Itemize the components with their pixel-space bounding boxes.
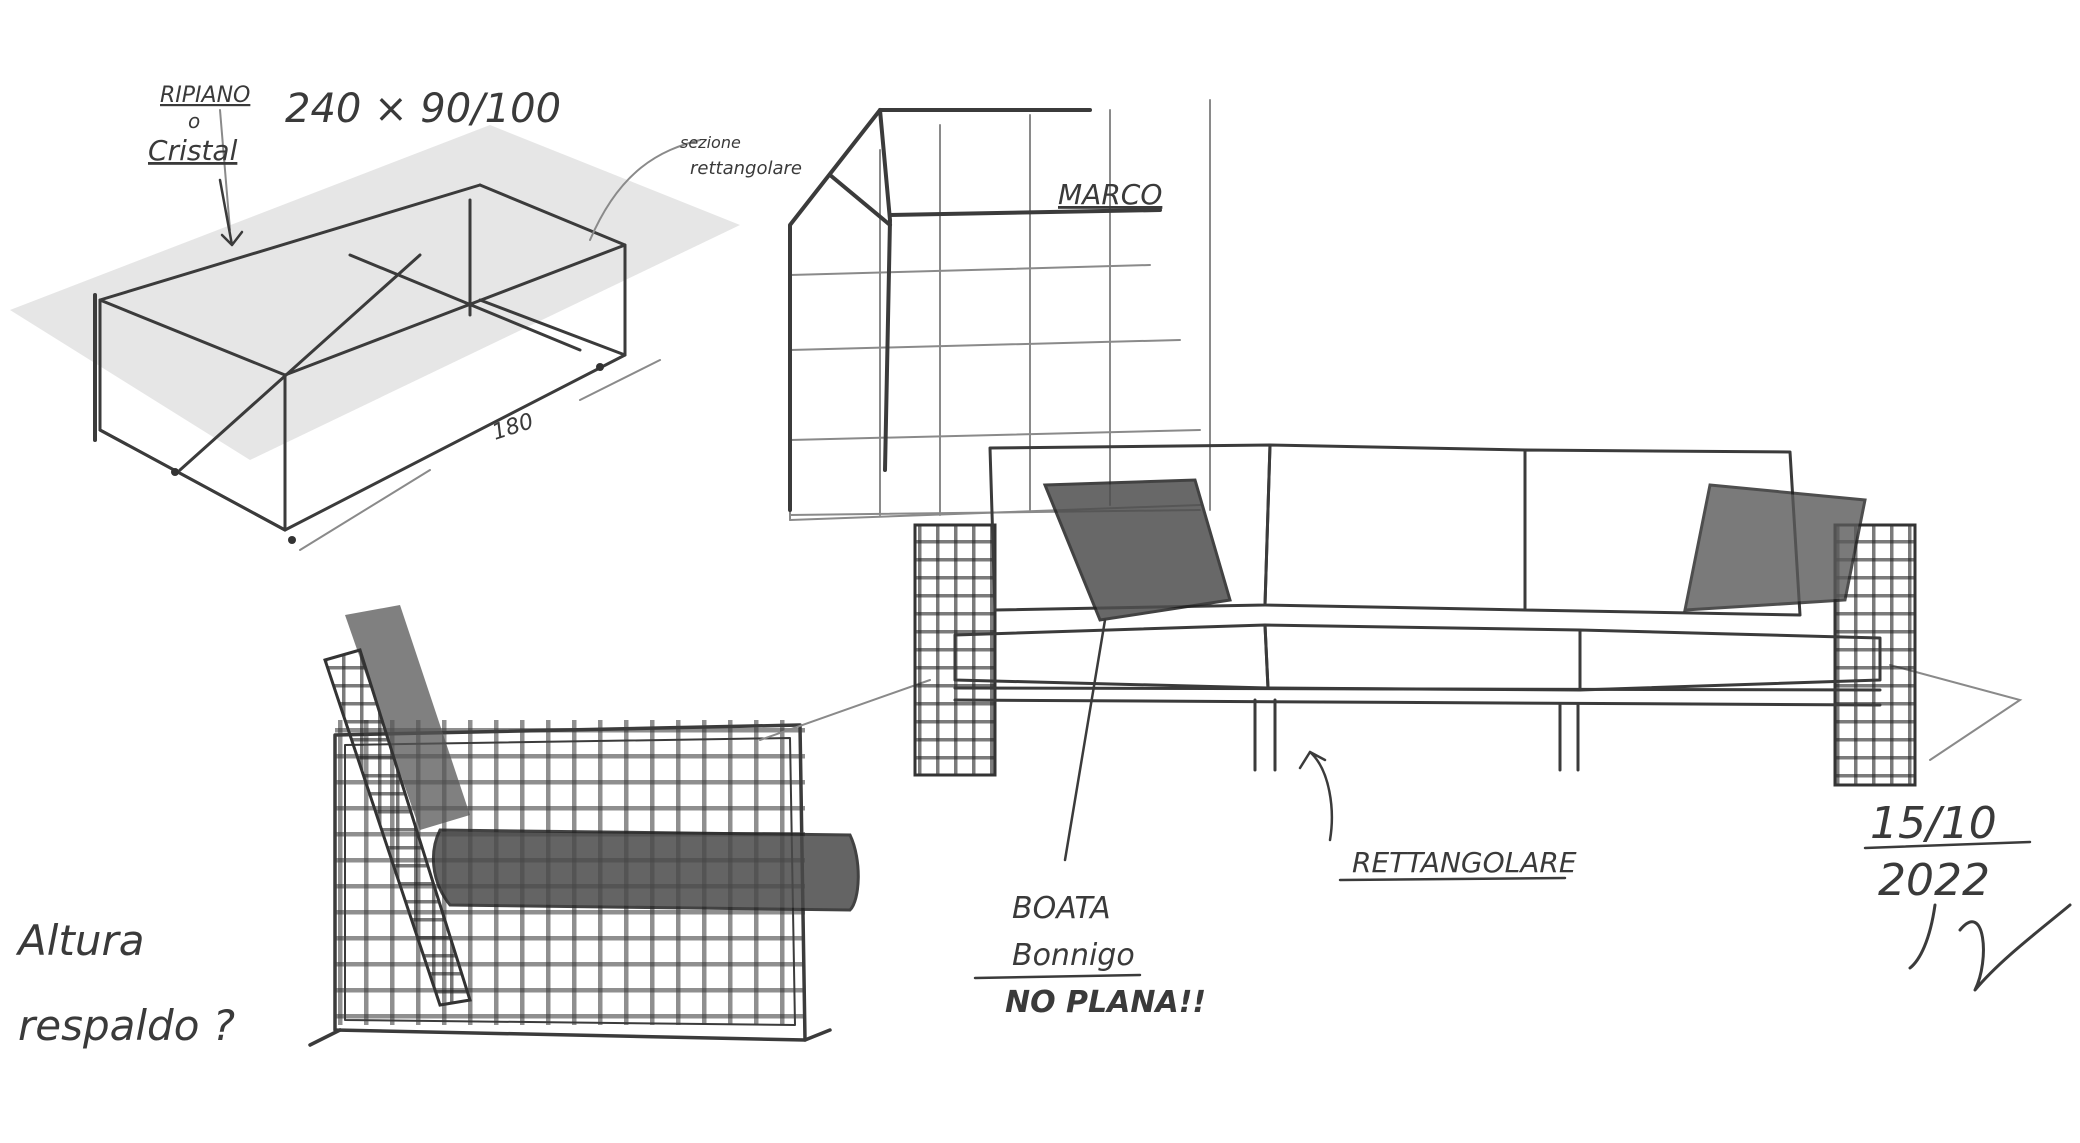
note-date-line1: 15/10 [1870,798,1997,849]
note-date-line2: 2022 [1878,855,1990,906]
note-altura-line2: respaldo ? [18,1001,235,1050]
note-boata: BOATA [1012,891,1111,926]
armchair-cushion [431,828,860,912]
designer-signature [1908,903,2072,992]
sofa-pillow-right [1683,483,1867,612]
frame-grid-sketch [788,99,1211,521]
note-rettangolare: RETTANGOLARE [1352,846,1577,879]
sofa-back-cushion-center [1263,443,1527,612]
sofa-seat-cushion-left [953,623,1270,690]
note-sezione-line2: rettangolare [690,158,802,179]
sofa-right-arm [1833,523,1917,787]
note-dimensions: 240 × 90/100 [285,86,561,132]
note-altura-line1: Altura [15,916,145,965]
note-ripiano-o: o [188,109,200,133]
note-marco: MARCO [1058,178,1162,211]
note-cristal: Cristal [148,134,238,167]
note-ripiano: RIPIANO [160,83,250,108]
note-no-plana: NO PLANA!! [1005,985,1206,1020]
sofa-seat-cushion-right [1578,628,1882,692]
note-bonnigo: Bonnigo [1012,938,1135,973]
sofa-pillow-left [1042,478,1232,622]
sofa-seat-cushion-center [1263,623,1582,692]
armchair-backrest [345,605,470,830]
coffee-table-sketch [10,109,740,551]
note-depth: 180 [489,409,537,446]
note-sezione-line1: sezione [680,133,741,152]
sofa-left-arm [913,523,997,777]
sofa-back-cushion-right [1523,448,1802,617]
armchair-side-sketch [308,605,860,1047]
sofa-front-sketch [759,443,2023,787]
sofa-leg-left [1253,698,1277,772]
glass-top-shading [10,125,740,460]
sofa-leg-right [1558,703,1580,772]
